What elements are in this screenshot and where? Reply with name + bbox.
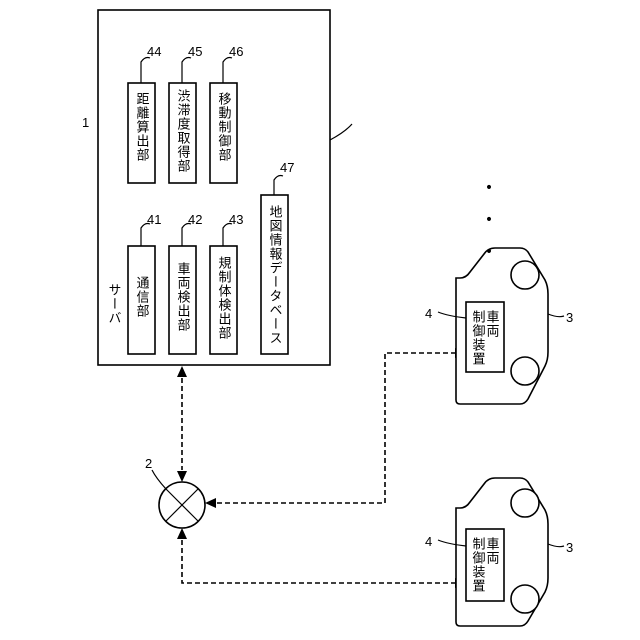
server-ref-leader xyxy=(330,124,352,140)
link-network-vehicle-upper xyxy=(217,353,455,503)
database-label: 地図情報データベース xyxy=(267,205,283,345)
database-ref: 47 xyxy=(280,160,294,175)
vehicle-lower-ref-leader xyxy=(548,544,564,547)
vehicle-upper-device-ref: 4 xyxy=(425,306,432,321)
unit-45-label: 渋滞度取得部 xyxy=(175,89,191,173)
arrow-server xyxy=(177,366,187,377)
arrow-network-top xyxy=(177,471,187,482)
network-node: 2 xyxy=(145,456,205,528)
vehicle-upper: 車両 制御装置 4 3 xyxy=(425,248,573,404)
vehicle-lower-wheel-rear xyxy=(511,585,539,613)
vehicle-upper-wheel-front xyxy=(511,261,539,289)
link-network-vehicle-lower xyxy=(182,540,455,583)
vehicle-upper-ref: 3 xyxy=(566,310,573,325)
unit-46-ref: 46 xyxy=(229,44,243,59)
vehicle-lower: 車両 制御装置 4 3 xyxy=(425,478,573,626)
arrow-network-bottom xyxy=(177,528,187,539)
vehicle-upper-device-line2: 制御装置 xyxy=(470,310,486,366)
vehicle-upper-wheel-rear xyxy=(511,357,539,385)
unit-44-ref: 44 xyxy=(147,44,161,59)
vehicle-lower-device-line2: 制御装置 xyxy=(470,537,486,593)
network-ref-leader xyxy=(152,470,166,489)
server-ref: 1 xyxy=(82,115,89,130)
more-vehicles-ellipsis: • • • xyxy=(481,180,497,260)
unit-41-label: 通信部 xyxy=(134,276,150,318)
unit-42-label: 車両検出部 xyxy=(175,262,191,332)
unit-46-label: 移動制御部 xyxy=(216,92,232,162)
vehicle-upper-ref-leader xyxy=(548,314,564,317)
vehicle-lower-device-ref: 4 xyxy=(425,534,432,549)
vehicle-lower-ref: 3 xyxy=(566,540,573,555)
connections xyxy=(177,348,466,588)
unit-43-ref: 43 xyxy=(229,212,243,227)
network-ref: 2 xyxy=(145,456,152,471)
vehicle-upper-device-line1: 車両 xyxy=(484,310,500,338)
vehicle-lower-wheel-front xyxy=(511,489,539,517)
server-label: サーバ xyxy=(106,283,122,325)
vehicle-lower-device-line1: 車両 xyxy=(484,537,500,565)
arrow-network-right xyxy=(205,498,216,508)
unit-43-label: 規制体検出部 xyxy=(216,256,232,340)
unit-45-ref: 45 xyxy=(188,44,202,59)
unit-44-label: 距離算出部 xyxy=(134,92,150,162)
unit-42-ref: 42 xyxy=(188,212,202,227)
unit-41-ref: 41 xyxy=(147,212,161,227)
